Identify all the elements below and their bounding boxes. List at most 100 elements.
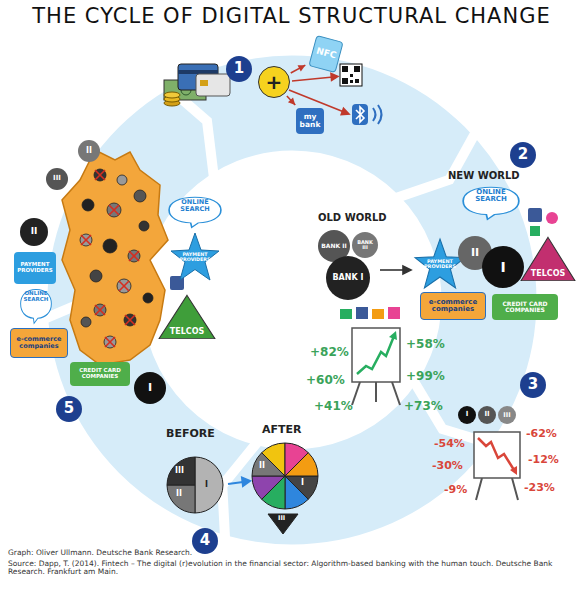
growth-chart <box>388 307 400 319</box>
bank-circle: II <box>478 406 496 424</box>
bank-dots <box>117 175 127 185</box>
decline-value: -23% <box>524 482 555 494</box>
decline-value: -30% <box>432 460 463 472</box>
node-label: ONLINE SEARCH <box>464 189 518 204</box>
cycle-ring <box>42 75 496 541</box>
growth-value: +41% <box>314 400 353 413</box>
bank-dots <box>82 199 94 211</box>
decline-value: -9% <box>444 484 467 496</box>
search-bubble: ONLINE SEARCH <box>462 186 520 220</box>
bluetooth-icon <box>378 105 382 124</box>
payment-box: PAYMENT PROVIDERS <box>14 252 56 284</box>
plus-circle: + <box>258 66 290 98</box>
growth-chart <box>389 331 397 340</box>
source-note: Source: Dapp, T. (2014). Fintech – The d… <box>8 560 575 577</box>
node-label: I <box>466 411 469 418</box>
node-label: TELCOS <box>170 328 204 336</box>
bank-dots <box>143 293 153 303</box>
connector-arrow <box>287 96 295 105</box>
node-text: I <box>148 382 152 394</box>
node-label: NFC <box>315 47 337 61</box>
payment-icons <box>196 74 230 96</box>
bank-circle: I <box>134 372 166 404</box>
bank-dots <box>94 304 106 316</box>
qr-code <box>354 66 360 72</box>
closed-crosses <box>129 251 139 261</box>
bank-circle: III <box>498 406 516 424</box>
decline-chart <box>476 478 482 500</box>
bank-dots <box>134 190 146 202</box>
connector-line <box>287 96 295 105</box>
node-label: my bank <box>298 113 322 129</box>
plus-arrows <box>331 74 338 81</box>
closed-crosses <box>95 305 105 315</box>
closed-crosses <box>95 305 105 315</box>
world-label: OLD WORLD <box>318 212 387 223</box>
growth-value: +60% <box>306 374 345 387</box>
node-label: CREDIT CARD COMPANIES <box>494 301 556 314</box>
after-pie <box>285 453 318 476</box>
pie-numeral: II <box>259 462 265 471</box>
payment-icons <box>178 70 218 74</box>
bank-dots <box>103 239 117 253</box>
node-text: e-commerce companies <box>12 336 66 350</box>
node-text: my bank <box>298 113 322 129</box>
connector-arrow <box>291 65 306 73</box>
bank-dots <box>94 169 106 181</box>
node-text: I <box>466 411 469 418</box>
growth-chart <box>372 309 384 319</box>
payment-star: PAYMENT PROVIDERS <box>170 232 220 282</box>
telcos-triangle: TELCOS <box>520 236 576 282</box>
growth-chart <box>352 382 360 405</box>
node-text: 4 <box>200 533 210 549</box>
bank-circle: I <box>458 406 476 424</box>
before-after-arrow <box>228 478 250 487</box>
node-label: e-commerce companies <box>12 336 66 350</box>
search-bubble: ONLINE SEARCH <box>168 196 222 228</box>
bluetooth-icon <box>373 108 376 121</box>
star-shape <box>415 239 465 288</box>
node-text: ONLINE SEARCH <box>22 291 50 303</box>
node-label: e-commerce companies <box>422 299 484 314</box>
node-label: 4 <box>200 533 210 549</box>
node-text: I <box>500 260 505 275</box>
growth-chart <box>352 328 400 382</box>
bank-dots <box>81 317 91 327</box>
ecommerce-box: e-commerce companies <box>420 292 486 320</box>
bank-dots <box>80 169 153 348</box>
node-label: ONLINE SEARCH <box>22 291 50 303</box>
bank-circle: BANK I <box>326 256 370 300</box>
node-label: 3 <box>528 377 538 393</box>
node-text: 1 <box>234 61 244 77</box>
decline-value: -62% <box>526 428 557 440</box>
node-text: II <box>471 247 479 259</box>
closed-crosses <box>119 281 129 291</box>
qr-code <box>355 79 359 83</box>
ring-chevrons <box>42 75 496 541</box>
bubble-shape <box>21 289 52 323</box>
closed-crosses <box>81 235 91 245</box>
before-after-arrow <box>242 478 250 487</box>
node-label: CREDIT CARD COMPANIES <box>72 368 128 380</box>
payment-icons <box>200 80 208 86</box>
node-label: PAYMENT PROVIDERS <box>424 259 456 269</box>
credit-card-box: CREDIT CARD COMPANIES <box>70 362 130 386</box>
node-text: BANK II <box>321 243 346 249</box>
new-world-extras <box>528 208 542 222</box>
qr-code <box>342 78 348 84</box>
diagram-title: THE CYCLE OF DIGITAL STRUCTURAL CHANGE <box>6 4 577 29</box>
bank-app-icon: my bank <box>296 108 324 134</box>
closed-crosses <box>119 281 129 291</box>
decline-chart <box>512 478 518 500</box>
node-label: ONLINE SEARCH <box>170 199 220 213</box>
node-text: BANK III <box>354 240 376 251</box>
new-world-extras <box>530 226 540 236</box>
qr-code <box>342 66 348 72</box>
triangle-shape <box>521 237 575 280</box>
connector-line <box>291 65 306 73</box>
node-label: BANK III <box>354 240 376 251</box>
qr-code <box>340 64 362 86</box>
node-label: PAYMENT PROVIDERS <box>180 252 211 262</box>
node-text: TELCOS <box>531 270 565 278</box>
arrow-head <box>298 65 306 71</box>
